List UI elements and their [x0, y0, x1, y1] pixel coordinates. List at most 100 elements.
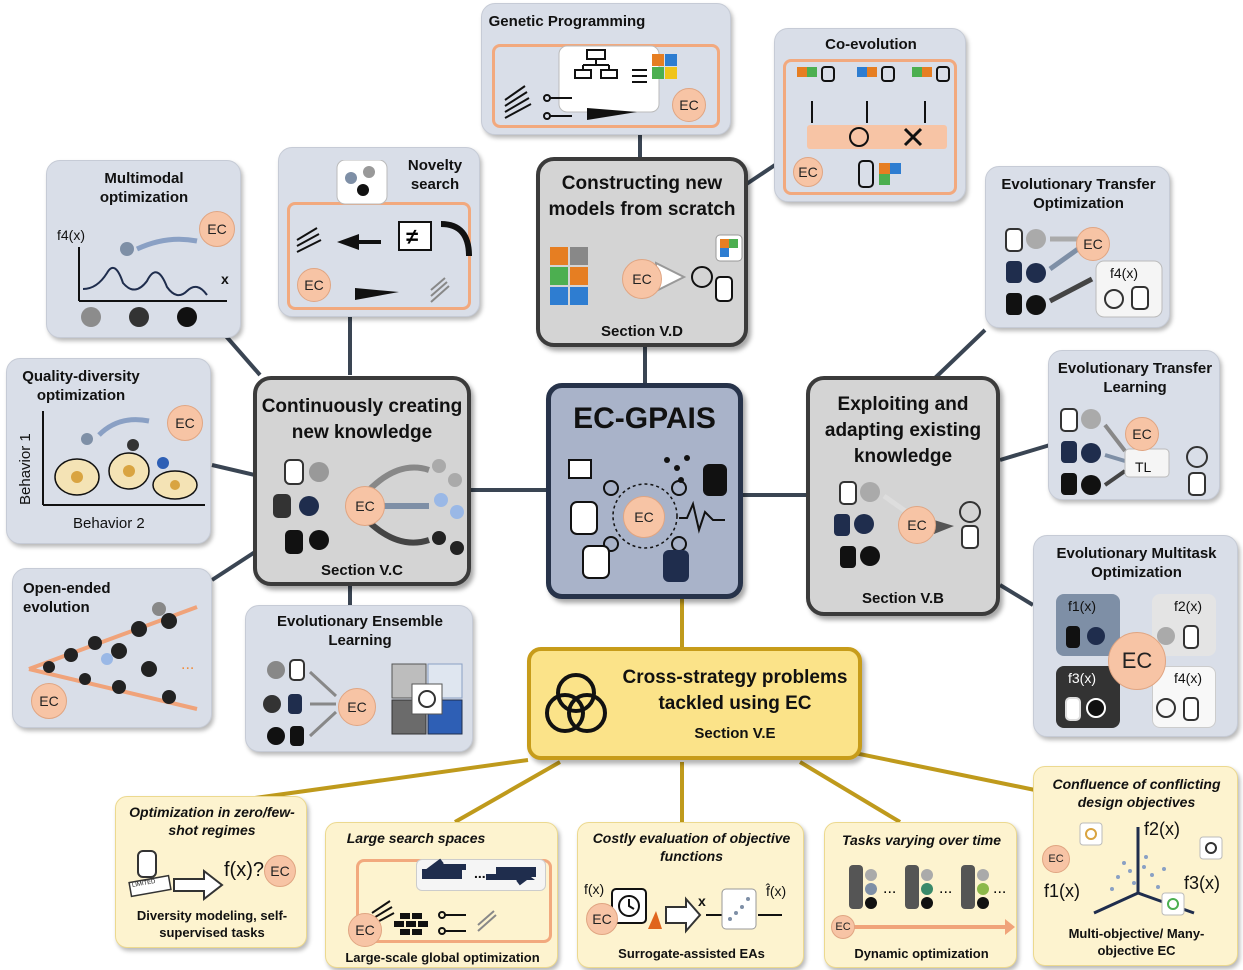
card-caption: Surrogate-assisted EAs: [618, 946, 765, 961]
axis-x-label: Behavior 2: [73, 515, 145, 532]
hub-cross-strategy: Cross-strategy problems tackled using EC…: [527, 647, 862, 760]
ec-node: EC: [1125, 417, 1159, 451]
multimodal-plot: [78, 236, 227, 327]
task-f4-box: [1152, 666, 1216, 728]
ec-node: EC: [793, 157, 823, 187]
multi-objective-card: Confluence of conflicting design objecti…: [1033, 766, 1238, 966]
f3-label: f3(x): [1068, 670, 1096, 686]
center-title: EC-GPAIS: [573, 402, 716, 435]
axis-y-label: f4(x): [57, 227, 85, 243]
quality-diversity-card: Quality-diversity optimization Behavior …: [6, 358, 211, 544]
open-ended-card: Open-ended evolution ... EC: [12, 568, 212, 728]
link-cross-zeroshot: [254, 758, 529, 800]
costly-eval-card: Costly evaluation of objective functions…: [577, 822, 804, 968]
card-caption: Dynamic optimization: [854, 946, 989, 961]
ec-node: EC: [348, 913, 382, 947]
svg-text:...: ...: [939, 880, 952, 897]
etl-card: Evolutionary Transfer Learning TL EC: [1048, 350, 1220, 500]
ensemble-card: Evolutionary Ensemble Learning EC: [245, 605, 473, 752]
card-title: Novelty search: [407, 157, 463, 193]
dynamic-icon: ... ... ...: [849, 865, 1015, 935]
card-title: Evolutionary Transfer Learning: [1057, 360, 1213, 396]
ec-node: EC: [622, 259, 662, 299]
f2-label: f2(x): [1144, 819, 1180, 839]
link-right-emto: [998, 583, 1035, 607]
ec-node: EC: [672, 88, 706, 122]
tree-icon: [504, 45, 677, 120]
ellipsis: ...: [474, 865, 486, 881]
zero-shot-icon: [128, 850, 224, 902]
hub-exploiting-adapting: Exploiting and adapting existing knowled…: [806, 376, 1000, 616]
card-title: Evolutionary Transfer Optimization: [1001, 176, 1156, 212]
card-title: Optimization in zero/few-shot regimes: [129, 804, 295, 838]
genetic-programming-card: Genetic Programming EC: [481, 3, 731, 135]
card-title: Quality-diversity optimization: [22, 368, 140, 404]
card-title: Large search spaces: [346, 830, 486, 846]
f3-label: f3(x): [1184, 873, 1220, 893]
box-label: TL: [1135, 459, 1152, 475]
section-label: Section V.E: [694, 725, 776, 742]
ec-node: EC: [898, 506, 936, 544]
emto-icons: [1065, 625, 1199, 721]
hub-continuously-creating: Continuously creating new knowledge EC S…: [253, 376, 471, 586]
card-caption: Large-scale global optimization: [345, 950, 540, 965]
exploit-icon: [834, 481, 981, 568]
svg-text:...: ...: [883, 880, 896, 897]
etl-icon: [1060, 408, 1208, 496]
f2-label: f2(x): [1174, 598, 1202, 614]
card-title: Open-ended evolution: [23, 580, 111, 616]
knowledge-creation-icon: [273, 459, 464, 555]
axis-x-label: x: [221, 271, 229, 287]
zero-shot-card: Optimization in zero/few-shot regimes LI…: [115, 796, 307, 948]
hub-title: Continuously creating new knowledge: [261, 396, 463, 443]
emto-card: Evolutionary Multitask Optimization f1(x…: [1033, 535, 1238, 737]
link-cross-largespace: [454, 760, 561, 824]
ec-node: EC: [586, 903, 618, 935]
ec-node: EC: [297, 268, 331, 302]
svg-text:...: ...: [993, 880, 1006, 897]
novelty-icon: ≠: [296, 160, 472, 303]
fx-label: f(x): [584, 881, 605, 897]
card-title: Costly evaluation of objective functions: [592, 830, 791, 864]
coevolution-icon: [797, 66, 950, 188]
fhat-label: f̂(x): [766, 883, 787, 899]
coevolution-card: Co-evolution EC: [774, 28, 966, 202]
box-label: f4(x): [1110, 265, 1138, 281]
link-cross-dynamic: [798, 760, 902, 824]
link-right-etl: [999, 443, 1051, 462]
link-right-eto: [933, 328, 987, 380]
card-caption: Multi-objective/ Many-objective EC: [1068, 926, 1205, 958]
link-top-coevo: [743, 163, 777, 187]
multimodal-card: Multimodal optimization f4(x) x EC: [46, 160, 241, 338]
section-label: Section V.B: [862, 590, 944, 607]
hub-constructing-models: Constructing new models from scratch EC …: [536, 157, 748, 347]
venn-icon: [545, 673, 607, 733]
svg-text:...: ...: [181, 656, 194, 673]
center-ec-gpais: EC-GPAIS EC: [546, 383, 743, 599]
card-title: Evolutionary Multitask Optimization: [1056, 545, 1217, 581]
costly-icon: [611, 888, 782, 934]
link-cross-multiobj: [839, 748, 1036, 792]
ec-node: EC: [1042, 845, 1070, 873]
ec-node: EC: [1076, 227, 1110, 261]
center-icons: [568, 455, 727, 582]
card-title: Multimodal optimization: [99, 170, 189, 206]
f1-label: f1(x): [1068, 598, 1096, 614]
puzzle-to-model-icon: [550, 234, 743, 305]
hub-title: Exploiting and adapting existing knowled…: [824, 394, 982, 467]
card-title: Evolutionary Ensemble Learning: [277, 613, 443, 649]
svg-text:≠: ≠: [406, 224, 418, 249]
ec-node: EC: [199, 211, 235, 247]
x-label: x: [698, 893, 706, 909]
eto-icon: [1005, 228, 1163, 318]
link-left-multimodal: [223, 333, 262, 377]
ec-node: EC: [1108, 632, 1166, 690]
objective-space-icon: [1079, 822, 1223, 916]
card-title: Tasks varying over time: [841, 832, 1001, 848]
hub-title: Constructing new models from scratch: [548, 173, 736, 220]
link-left-qd: [211, 463, 256, 477]
inner-frame: [783, 59, 957, 195]
eto-card: Evolutionary Transfer Optimization f4(x)…: [985, 166, 1170, 328]
f1-label: f1(x): [1044, 881, 1080, 901]
